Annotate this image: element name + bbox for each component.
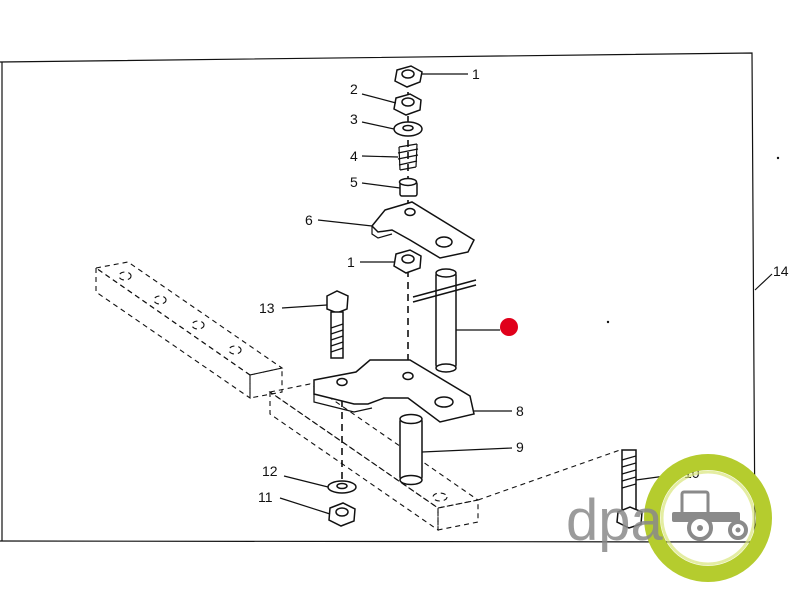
t-handle-pin <box>412 268 477 373</box>
label-part-13: 13 <box>259 300 275 316</box>
leader-lines <box>279 73 773 515</box>
drawbar-outline <box>94 261 284 400</box>
part-1-nut-top <box>394 65 423 88</box>
part-3-washer <box>393 121 423 137</box>
watermark-text: dpa <box>566 488 664 553</box>
part-11-nut <box>328 502 356 527</box>
diagram-frame <box>0 52 756 543</box>
part-9-sleeve <box>399 413 423 486</box>
label-part-2: 2 <box>350 81 358 97</box>
label-part-1-middle: 1 <box>347 254 355 270</box>
part-12-washer <box>327 480 357 494</box>
label-part-1-top: 1 <box>472 66 480 82</box>
label-part-3: 3 <box>350 111 358 127</box>
tractor-icon <box>672 490 748 541</box>
frame-dot <box>606 320 610 324</box>
label-part-12: 12 <box>262 463 278 479</box>
frame-dot <box>776 156 780 160</box>
part-13-bolt <box>326 290 349 359</box>
label-part-5: 5 <box>350 174 358 190</box>
part-8-lower-bracket <box>313 359 475 423</box>
label-part-8: 8 <box>516 403 524 419</box>
connector-line <box>477 449 621 501</box>
label-part-11: 11 <box>258 489 273 505</box>
part-6-upper-bracket <box>370 201 475 259</box>
label-part-4: 4 <box>350 148 358 164</box>
part-10-bolt <box>616 449 643 529</box>
red-marker-dot <box>500 318 518 336</box>
dpa-watermark-logo: dpa <box>566 454 772 582</box>
part-5-bushing <box>398 177 418 197</box>
label-part-14: 14 <box>773 263 789 279</box>
label-part-9: 9 <box>516 439 524 455</box>
part-4-spring <box>397 143 419 171</box>
label-part-6: 6 <box>305 212 313 228</box>
part-1-nut-middle <box>393 249 422 274</box>
part-2-nut <box>393 93 422 116</box>
diagram-frame-bottom <box>0 540 756 543</box>
